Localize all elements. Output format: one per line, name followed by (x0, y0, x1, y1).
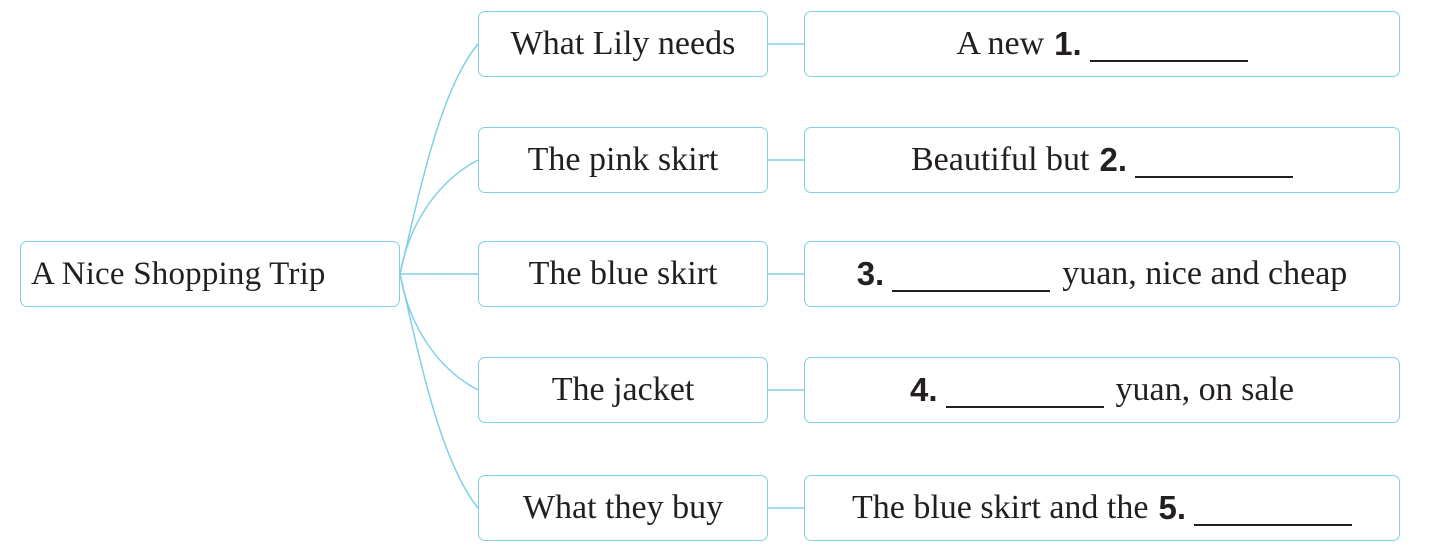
branch-label: What Lily needs (510, 25, 736, 62)
answer-box-2: Beautiful but 2. (804, 127, 1400, 193)
answer-box-4: 4. yuan, on sale (804, 357, 1400, 423)
answer-box-3: 3. yuan, nice and cheap (804, 241, 1400, 307)
blank-number: 5. (1158, 489, 1186, 526)
answer-text-before: The blue skirt and the (851, 489, 1149, 526)
answer-blank-3[interactable] (892, 264, 1051, 292)
answer-blank-5[interactable] (1194, 498, 1352, 526)
answer-text-after: yuan, nice and cheap (1062, 255, 1348, 292)
blank-number: 4. (910, 371, 938, 408)
answer-box-1: A new 1. (804, 11, 1400, 77)
answer-box-5: The blue skirt and the 5. (804, 475, 1400, 541)
blank-number: 1. (1054, 25, 1082, 62)
answer-blank-1[interactable] (1089, 34, 1248, 62)
connector-root-branch-2 (399, 159, 479, 275)
answer-text-after: yuan, on sale (1115, 371, 1294, 408)
root-label: A Nice Shopping Trip (31, 255, 326, 292)
branch-label: The blue skirt (528, 255, 718, 292)
blank-number: 3. (856, 255, 885, 292)
branch-label: The jacket (551, 371, 695, 408)
branch-label: What they buy (522, 489, 724, 526)
blank-number: 2. (1099, 141, 1127, 178)
answer-text-before: Beautiful but (911, 141, 1090, 178)
answer-text-before: A new (956, 25, 1045, 62)
branch-what-they-buy: What they buy (478, 475, 768, 541)
branch-pink-skirt: The pink skirt (478, 127, 768, 193)
branch-blue-skirt: The blue skirt (478, 241, 768, 307)
answer-blank-4[interactable] (945, 380, 1104, 408)
root-node: A Nice Shopping Trip (20, 241, 400, 307)
branch-what-lily-needs: What Lily needs (478, 11, 768, 77)
connector-root-branch-1 (399, 43, 479, 275)
branch-label: The pink skirt (527, 141, 719, 178)
answer-blank-2[interactable] (1135, 150, 1293, 178)
branch-jacket: The jacket (478, 357, 768, 423)
connector-root-branch-5 (399, 273, 479, 509)
connector-root-branch-4 (399, 273, 479, 391)
